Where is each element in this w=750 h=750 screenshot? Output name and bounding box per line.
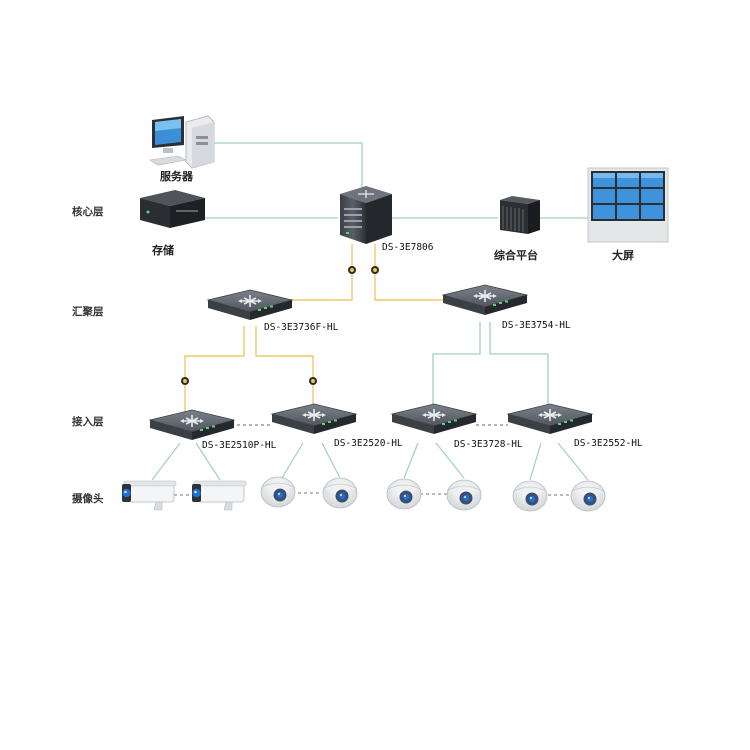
fiber-module-icon [371, 266, 379, 274]
link-access-1-cam-2 [195, 442, 221, 481]
links [151, 142, 589, 496]
storage-label: 存储 [152, 243, 174, 257]
fiber-module-icon [348, 266, 356, 274]
switch-icon [149, 409, 235, 441]
link-access-2-cam-3 [281, 442, 304, 479]
core-switch-label: DS-3E7806 [382, 242, 434, 253]
dome-camera-icon [570, 480, 606, 512]
link-access-4-cam-7 [529, 442, 542, 481]
agg-left-label: DS-3E3736F-HL [264, 322, 339, 333]
link-agg-right-access-3 [432, 322, 481, 412]
core-switch-icon [340, 186, 392, 244]
link-access-1-cam-1 [151, 442, 181, 481]
layer-label-camera: 摄像头 [72, 492, 104, 505]
fiber-module-icon [309, 377, 317, 385]
switch-icon [207, 289, 293, 321]
link-access-3-cam-5 [403, 442, 419, 479]
layer-label-core: 核心层 [72, 205, 104, 218]
link-agg-right-access-4 [489, 322, 549, 412]
fiber-module-icon [181, 377, 189, 385]
server-icon [149, 115, 215, 169]
dome-camera-icon [512, 480, 548, 512]
dome-camera-icon [260, 476, 296, 508]
link-agg-left-access-2 [255, 326, 314, 412]
screen-label: 大屏 [612, 248, 634, 262]
dome-camera-icon [322, 477, 358, 509]
video-wall-icon [587, 167, 669, 243]
access-3-label: DS-3E3728-HL [454, 439, 523, 450]
link-access-4-cam-8 [557, 442, 589, 481]
access-2-label: DS-3E2520-HL [334, 438, 403, 449]
platform-icon [500, 196, 540, 234]
link-core-agg-right [374, 244, 444, 301]
link-core-agg-left [288, 244, 353, 301]
dome-camera-icon [386, 478, 422, 510]
layer-label-access: 接入层 [72, 415, 104, 428]
link-access-3-cam-6 [435, 442, 465, 479]
switch-icon [391, 403, 477, 435]
access-4-label: DS-3E2552-HL [574, 438, 643, 449]
dome-camera-icon [446, 479, 482, 511]
access-1-label: DS-3E2510P-HL [202, 440, 277, 451]
bullet-camera-icon [191, 480, 247, 511]
storage-icon [140, 190, 205, 228]
server-label: 服务器 [160, 169, 194, 183]
bullet-camera-icon [121, 480, 177, 511]
layer-label-aggregation: 汇聚层 [72, 305, 104, 318]
platform-label: 综合平台 [494, 248, 538, 262]
link-access-2-cam-4 [321, 442, 341, 479]
link-server-core [214, 142, 363, 190]
switch-icon [442, 284, 528, 316]
agg-right-label: DS-3E3754-HL [502, 320, 571, 331]
switch-icon [271, 403, 357, 435]
switch-icon [507, 403, 593, 435]
link-agg-left-access-1 [184, 326, 245, 412]
